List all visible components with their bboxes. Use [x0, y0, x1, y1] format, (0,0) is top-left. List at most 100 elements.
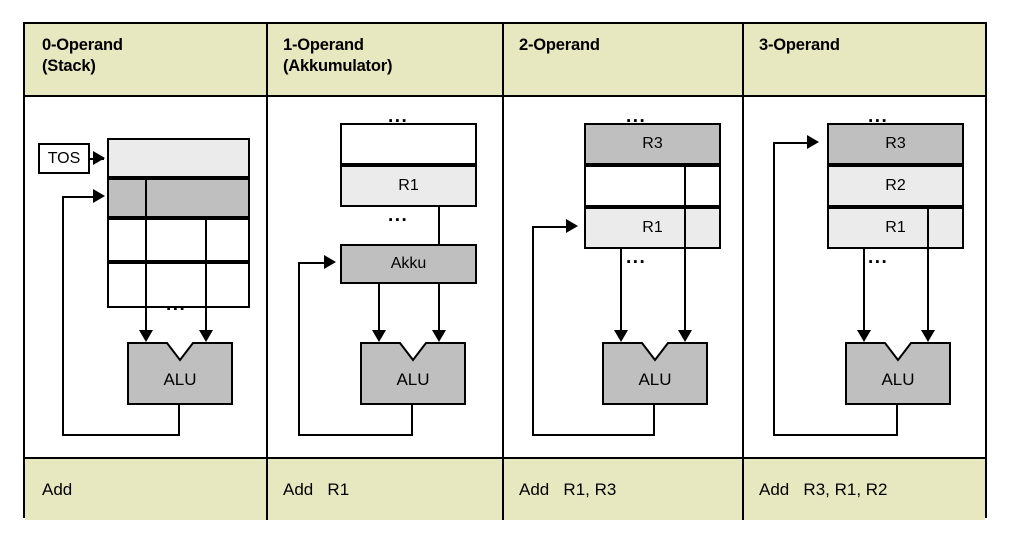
stack-result-left [62, 434, 180, 436]
alu-shape-3: ALU [845, 342, 951, 405]
regfile-top-ellipsis-1: ... [388, 106, 409, 127]
reg-operand1-line-3 [863, 249, 865, 334]
reg-cell-1-1: R1 [340, 165, 477, 207]
reg-cell-2-0-text: R3 [642, 135, 663, 152]
stack-row-2 [107, 178, 250, 218]
header-line2-0-operand: (Stack) [42, 57, 96, 75]
stack-operand1-line [145, 178, 147, 334]
body-divider-2 [502, 97, 504, 457]
header-cell-2-operand: 2-Operand [502, 24, 742, 95]
operand-format-table: 0-Operand (Stack) 1-Operand (Akkumulator… [23, 22, 987, 520]
reg-cell-3-2-text: R1 [885, 219, 906, 236]
tos-label-text: TOS [47, 149, 81, 167]
reg-result-right-2 [532, 226, 572, 228]
body-divider-3 [742, 97, 744, 457]
instruction-divider-1 [266, 459, 268, 520]
reg-operand1-arrowhead-2 [614, 330, 628, 342]
header-line2-1-operand: (Akkumulator) [283, 57, 393, 75]
table-header-row: 0-Operand (Stack) 1-Operand (Akkumulator… [25, 24, 985, 97]
instruction-0-operand: Add [42, 479, 73, 499]
alu-label-0: ALU [163, 370, 197, 389]
reg-operand2-line-2 [684, 165, 686, 334]
reg-cell-3-1-text: R2 [885, 177, 906, 194]
reg-operand2-arrowhead-3 [921, 330, 935, 342]
reg-cell-3-1: R2 [827, 165, 964, 207]
reg-cell-2-0: R3 [584, 123, 721, 165]
instruction-divider-2 [502, 459, 504, 520]
regfile-bottom-ellipsis-2: ... [626, 247, 647, 268]
panel-3-operand: ... R3 R2 R1 ... [742, 97, 985, 457]
akku-result-left [298, 434, 413, 436]
reg-result-up-2 [532, 226, 534, 436]
panel-0-operand: TOS [25, 97, 266, 457]
regfile-top-ellipsis-2: ... [626, 106, 647, 127]
stack-result-right [62, 196, 100, 198]
alu-label-3: ALU [881, 370, 915, 389]
regfile-top-ellipsis-3: ... [868, 106, 889, 127]
reg-result-left-2 [532, 434, 655, 436]
instruction-1-operand: Add R1 [283, 479, 350, 499]
akku-result-right [298, 262, 330, 264]
header-cell-0-operand: 0-Operand (Stack) [25, 24, 266, 95]
header-line1-3-operand: 3-Operand [759, 36, 840, 54]
stack-row-3 [107, 218, 250, 262]
header-divider-2 [502, 24, 504, 95]
regfile-bottom-ellipsis-1: ... [388, 205, 409, 226]
reg-cell-3-0-text: R3 [885, 135, 906, 152]
tos-arrow-head [93, 151, 105, 165]
akku-result-arrowhead [324, 255, 336, 269]
reg-cell-2-2: R1 [584, 207, 721, 249]
stack-row-1 [107, 138, 250, 178]
instruction-divider-3 [742, 459, 744, 520]
reg-operand1-arrowhead-3 [857, 330, 871, 342]
header-cell-3-operand: 3-Operand [742, 24, 985, 95]
regfile-bottom-ellipsis-3: ... [868, 247, 889, 268]
akku-to-alu-arrowhead [372, 330, 386, 342]
body-divider-1 [266, 97, 268, 457]
header-cell-1-operand: 1-Operand (Akkumulator) [266, 24, 502, 95]
header-line1-2-operand: 2-Operand [519, 36, 600, 54]
reg-cell-2-1 [584, 165, 721, 207]
instruction-2-operand: Add R1, R3 [519, 479, 617, 499]
reg-cell-2-2-text: R1 [642, 219, 663, 236]
reg-result-left-3 [773, 434, 898, 436]
stack-operand2-line [205, 218, 207, 334]
alu-label-2: ALU [638, 370, 672, 389]
alu-shape-1: ALU [360, 342, 466, 405]
panel-1-operand: ... R1 ... Akku [266, 97, 502, 457]
stack-operand2-arrowhead [199, 330, 213, 342]
reg-result-arrowhead-2 [566, 219, 578, 233]
header-line1-0-operand: 0-Operand [42, 36, 123, 54]
header-divider-1 [266, 24, 268, 95]
reg-cell-1-1-text: R1 [398, 177, 419, 194]
reg-result-arrowhead-3 [807, 135, 819, 149]
reg-operand2-arrowhead-2 [678, 330, 692, 342]
reg-operand2-line-3 [927, 207, 929, 334]
alu-shape-2: ALU [602, 342, 708, 405]
panel-2-operand: ... R3 R1 ... [502, 97, 742, 457]
table-body-row: TOS [25, 97, 985, 457]
reg-result-down-2 [653, 404, 655, 435]
stack-ellipsis: ... [166, 294, 187, 315]
stack-row-4 [107, 262, 250, 308]
akku-result-up [298, 262, 300, 436]
akku-result-down [411, 404, 413, 435]
alu-shape-0: ALU [127, 342, 233, 405]
reg-operand-arrowhead-1 [432, 330, 446, 342]
table-instruction-row: Add Add R1 Add R1, R3 Add R3, R1, R2 [25, 457, 985, 520]
reg-cell-3-0: R3 [827, 123, 964, 165]
akku-box: Akku [340, 244, 477, 284]
akku-label: Akku [390, 255, 427, 272]
reg-operand1-line-2 [620, 249, 622, 334]
reg-result-right-3 [773, 142, 813, 144]
reg-cell-1-0 [340, 123, 477, 165]
stack-result-arrowhead [93, 189, 105, 203]
instruction-3-operand: Add R3, R1, R2 [759, 479, 888, 499]
header-line1-1-operand: 1-Operand [283, 36, 364, 54]
reg-result-down-3 [896, 404, 898, 435]
stack-result-down [178, 404, 180, 435]
stack-result-up [62, 196, 64, 436]
reg-result-up-3 [773, 142, 775, 436]
reg-cell-3-2: R1 [827, 207, 964, 249]
